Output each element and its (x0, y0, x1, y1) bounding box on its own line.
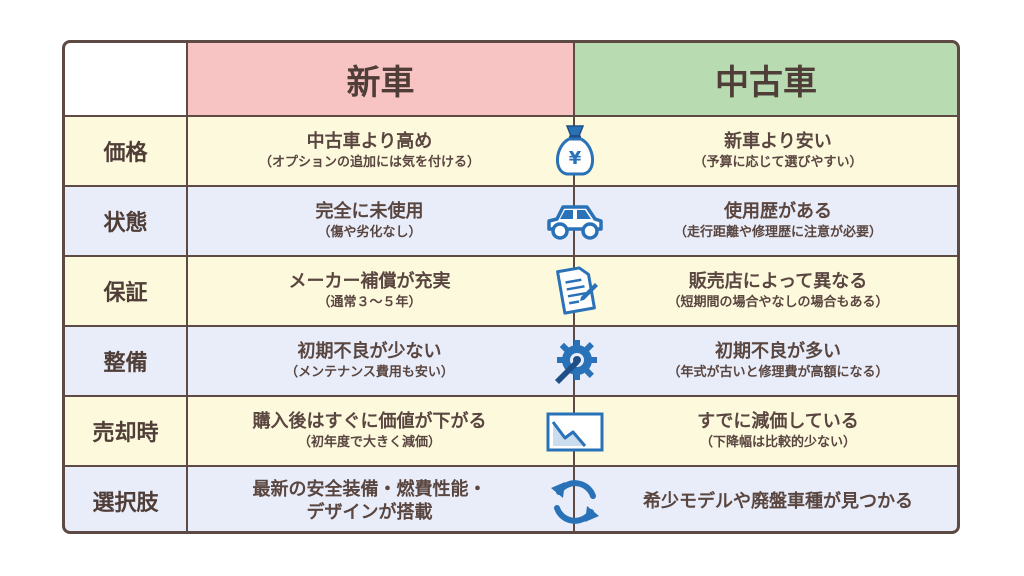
used-car-main-text: 新車より安い (724, 131, 832, 152)
row-label: 価格 (65, 117, 186, 185)
used-car-main-text: 初期不良が多い (715, 341, 841, 362)
row-label: 売却時 (65, 397, 186, 465)
new-car-main-text: 最新の安全装備・燃費性能・ (252, 479, 487, 500)
used-car-cell: 販売店によって異なる （短期間の場合やなしの場合もある） (575, 257, 957, 325)
new-car-cell: 完全に未使用 （傷や劣化なし） (188, 187, 573, 255)
header-row: 新車 中古車 (65, 43, 957, 115)
used-car-cell: 新車より安い （予算に応じて選びやすい） (575, 117, 957, 185)
used-car-sub-text: （走行距離や修理歴に注意が必要） (673, 225, 882, 240)
row-label: 保証 (65, 257, 186, 325)
new-car-cell: 初期不良が少ない （メンテナンス費用も安い） (188, 327, 573, 395)
column-divider (573, 115, 575, 531)
new-car-sub-text: （傷や劣化なし） (317, 225, 422, 240)
new-car-cell: 最新の安全装備・燃費性能・ デザインが搭載 (188, 467, 573, 531)
new-car-main-text: 中古車より高め (306, 131, 433, 152)
new-car-cell: メーカー補償が充実 （通常３～５年） (188, 257, 573, 325)
table-row-options: 選択肢 最新の安全装備・燃費性能・ デザインが搭載 希少モデルや廃盤車種が見つか… (65, 467, 957, 531)
used-car-sub-text: （予算に応じて選びやすい） (693, 155, 863, 170)
header-new-car-label: 新車 (346, 62, 415, 103)
used-car-cell: 希少モデルや廃盤車種が見つかる (575, 467, 957, 531)
table-row-maintenance: 整備 初期不良が少ない （メンテナンス費用も安い） 初期不良が多い （年式が古い… (65, 327, 957, 395)
row-label: 状態 (65, 187, 186, 255)
car-icon (543, 193, 607, 251)
wrench-gear-icon (543, 333, 607, 391)
used-car-cell: 使用歴がある （走行距離や修理歴に注意が必要） (575, 187, 957, 255)
used-car-main-text: 使用歴がある (724, 201, 832, 222)
declining-chart-icon (543, 403, 607, 461)
table-row-resale: 売却時 購入後はすぐに価値が下がる （初年度で大きく減価） すでに減価している … (65, 397, 957, 465)
new-car-cell: 購入後はすぐに価値が下がる （初年度で大きく減価） (188, 397, 573, 465)
new-car-cell: 中古車より高め （オプションの追加には気を付ける） (188, 117, 573, 185)
new-car-main-text-line2: デザインが搭載 (306, 502, 433, 523)
yen-symbol: ¥ (569, 148, 582, 169)
used-car-sub-text: （年式が古いと修理費が高額になる） (667, 365, 889, 380)
used-car-main-text: すでに減価している (697, 411, 859, 432)
header-used-car-label: 中古車 (715, 62, 817, 103)
used-car-main-text: 販売店によって異なる (688, 271, 868, 292)
row-label: 整備 (65, 327, 186, 395)
refresh-icon (543, 473, 607, 531)
new-car-main-text: 完全に未使用 (315, 201, 424, 222)
header-new-car: 新車 (188, 43, 573, 115)
new-car-main-text: 購入後はすぐに価値が下がる (252, 411, 487, 432)
new-car-sub-text: （オプションの追加には気を付ける） (258, 155, 480, 170)
used-car-main-text: 希少モデルや廃盤車種が見つかる (643, 490, 913, 512)
comparison-table: 新車 中古車 価格 中古車より高め （オプションの追加には気を付ける） 新車より… (62, 40, 960, 534)
used-car-cell: 初期不良が多い （年式が古いと修理費が高額になる） (575, 327, 957, 395)
new-car-main-text: メーカー補償が充実 (288, 271, 451, 292)
new-car-sub-text: （初年度で大きく減価） (297, 435, 441, 450)
table-row-warranty: 保証 メーカー補償が充実 （通常３～５年） 販売店によって異なる （短期間の場合… (65, 257, 957, 325)
used-car-cell: すでに減価している （下降幅は比較的少ない） (575, 397, 957, 465)
header-used-car: 中古車 (575, 43, 957, 115)
used-car-sub-text: （下降幅は比較的少ない） (699, 435, 856, 450)
used-car-sub-text: （短期間の場合やなしの場合もある） (667, 295, 889, 310)
table-row-condition: 状態 完全に未使用 （傷や劣化なし） 使用歴がある （走行距離や修理歴に注意が必… (65, 187, 957, 255)
new-car-main-text: 初期不良が少ない (297, 341, 442, 362)
document-icon (543, 261, 607, 319)
table-row-price: 価格 中古車より高め （オプションの追加には気を付ける） 新車より安い （予算に… (65, 117, 957, 185)
header-corner (65, 43, 186, 115)
money-bag-icon: ¥ (543, 121, 607, 179)
row-label: 選択肢 (65, 467, 186, 531)
new-car-sub-text: （メンテナンス費用も安い） (285, 365, 454, 380)
new-car-sub-text: （通常３～５年） (317, 295, 422, 310)
